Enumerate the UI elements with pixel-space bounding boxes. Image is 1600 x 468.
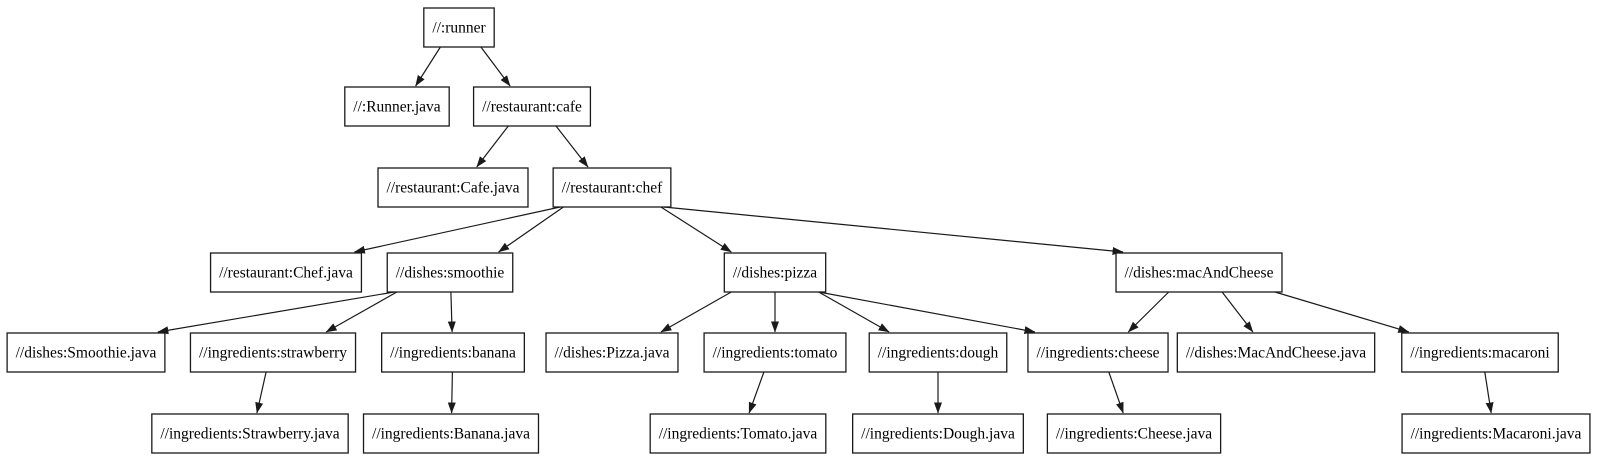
graph-node-label-tomato: //ingredients:tomato bbox=[713, 345, 838, 362]
graph-edge-macaroni-to-macaroni-java bbox=[1484, 371, 1494, 414]
graph-node-cheese-java: //ingredients:Cheese.java bbox=[1046, 413, 1222, 454]
graph-edge-smoothie-to-banana bbox=[447, 291, 456, 333]
graph-node-banana: //ingredients:banana bbox=[381, 332, 525, 373]
graph-node-box-mac-and-cheese-java bbox=[1176, 332, 1376, 373]
graph-node-label-banana-java: //ingredients:Banana.java bbox=[372, 426, 530, 443]
graph-node-box-smoothie bbox=[386, 252, 514, 293]
graph-node-box-chef bbox=[552, 167, 672, 208]
graph-node-label-strawberry-java: //ingredients:Strawberry.java bbox=[160, 426, 339, 443]
graph-node-box-cheese bbox=[1027, 332, 1169, 373]
graph-node-box-pizza-java bbox=[545, 332, 679, 373]
graph-node-label-mac-and-cheese: //dishes:macAndCheese bbox=[1125, 265, 1274, 282]
graph-node-strawberry: //ingredients:strawberry bbox=[189, 332, 357, 373]
graph-node-label-chef-java: //restaurant:Chef.java bbox=[219, 265, 353, 282]
graph-node-chef: //restaurant:chef bbox=[552, 167, 672, 208]
graph-node-cafe: //restaurant:cafe bbox=[472, 86, 592, 127]
graph-node-dough: //ingredients:dough bbox=[868, 332, 1008, 373]
graph-node-box-strawberry bbox=[189, 332, 357, 373]
graph-node-label-macaroni: //ingredients:macaroni bbox=[1410, 345, 1550, 362]
graph-node-label-runner-java: //:Runner.java bbox=[353, 99, 441, 116]
graph-node-label-banana: //ingredients:banana bbox=[390, 345, 516, 362]
graph-node-box-macaroni-java bbox=[1401, 413, 1591, 454]
graph-node-chef-java: //restaurant:Chef.java bbox=[209, 252, 363, 293]
graph-node-runner-java: //:Runner.java bbox=[344, 86, 450, 127]
graph-node-label-pizza: //dishes:pizza bbox=[733, 265, 817, 282]
graph-node-label-strawberry: //ingredients:strawberry bbox=[199, 345, 347, 362]
nodes-layer: //:runner //:Runner.java //restaurant:cafe… bbox=[6, 7, 1591, 454]
graph-edge-runner-to-cafe bbox=[480, 46, 511, 87]
graph-node-label-cafe: //restaurant:cafe bbox=[482, 99, 582, 116]
graph-node-box-mac-and-cheese bbox=[1115, 252, 1283, 293]
graph-node-box-tomato-java bbox=[649, 413, 827, 454]
graph-edge-smoothie-to-smoothie-java bbox=[157, 291, 395, 335]
graph-node-macaroni-java: //ingredients:Macaroni.java bbox=[1401, 413, 1591, 454]
edges-layer bbox=[157, 46, 1494, 414]
graph-node-label-pizza-java: //dishes:Pizza.java bbox=[555, 345, 670, 362]
graph-node-label-dough: //ingredients:dough bbox=[878, 345, 999, 362]
graph-node-box-strawberry-java bbox=[151, 413, 349, 454]
graph-node-tomato-java: //ingredients:Tomato.java bbox=[649, 413, 827, 454]
graph-edge-mac-and-cheese-to-macaroni bbox=[1274, 291, 1410, 333]
graph-node-box-cafe bbox=[472, 86, 592, 127]
graph-node-label-mac-and-cheese-java: //dishes:MacAndCheese.java bbox=[1186, 345, 1366, 362]
graph-node-box-dough bbox=[868, 332, 1008, 373]
graph-node-runner: //:runner bbox=[423, 7, 495, 48]
graph-node-mac-and-cheese: //dishes:macAndCheese bbox=[1115, 252, 1283, 293]
graph-node-smoothie: //dishes:smoothie bbox=[386, 252, 514, 293]
graph-node-box-dough-java bbox=[852, 413, 1024, 454]
graph-node-box-cafe-java bbox=[377, 167, 529, 208]
graph-edge-chef-to-smoothie bbox=[498, 206, 564, 253]
graph-node-strawberry-java: //ingredients:Strawberry.java bbox=[151, 413, 349, 454]
graph-edge-cafe-to-cafe-java bbox=[476, 125, 509, 168]
graph-edge-smoothie-to-strawberry bbox=[325, 291, 398, 333]
graph-edge-mac-and-cheese-to-cheese bbox=[1127, 291, 1170, 333]
graph-node-label-cheese-java: //ingredients:Cheese.java bbox=[1056, 426, 1212, 443]
graph-node-banana-java: //ingredients:Banana.java bbox=[362, 413, 540, 454]
graph-edge-pizza-to-cheese bbox=[818, 291, 1036, 335]
graph-node-label-tomato-java: //ingredients:Tomato.java bbox=[659, 426, 818, 443]
graph-edge-pizza-to-dough bbox=[818, 291, 890, 333]
graph-node-cafe-java: //restaurant:Cafe.java bbox=[377, 167, 529, 208]
graph-node-cheese: //ingredients:cheese bbox=[1027, 332, 1169, 373]
graph-edge-cheese-to-cheese-java bbox=[1108, 371, 1124, 414]
graph-node-box-pizza bbox=[723, 252, 827, 293]
graph-node-box-runner-java bbox=[344, 86, 450, 127]
graph-node-label-runner: //:runner bbox=[432, 20, 486, 37]
graph-node-box-smoothie-java bbox=[6, 332, 166, 373]
graph-edge-chef-to-pizza bbox=[660, 206, 732, 253]
graph-edge-cafe-to-chef bbox=[555, 125, 589, 168]
graph-node-smoothie-java: //dishes:Smoothie.java bbox=[6, 332, 166, 373]
graph-node-box-banana bbox=[381, 332, 525, 373]
graph-node-pizza-java: //dishes:Pizza.java bbox=[545, 332, 679, 373]
graph-edge-tomato-to-tomato-java bbox=[748, 371, 765, 414]
graph-node-label-dough-java: //ingredients:Dough.java bbox=[861, 426, 1015, 443]
graph-node-pizza: //dishes:pizza bbox=[723, 252, 827, 293]
graph-node-tomato: //ingredients:tomato bbox=[703, 332, 847, 373]
graph-edge-chef-to-chef-java bbox=[353, 206, 561, 254]
graph-edge-pizza-to-pizza-java bbox=[660, 291, 732, 333]
graph-edge-banana-to-banana-java bbox=[447, 371, 456, 414]
graph-node-box-cheese-java bbox=[1046, 413, 1222, 454]
graph-node-box-chef-java bbox=[209, 252, 363, 293]
graph-node-macaroni: //ingredients:macaroni bbox=[1401, 332, 1559, 373]
graph-node-mac-and-cheese-java: //dishes:MacAndCheese.java bbox=[1176, 332, 1376, 373]
graph-edge-runner-to-runner-java bbox=[415, 46, 441, 87]
graph-node-label-chef: //restaurant:chef bbox=[562, 180, 664, 197]
graph-node-box-tomato bbox=[703, 332, 847, 373]
graph-node-label-smoothie: //dishes:smoothie bbox=[396, 265, 505, 282]
graph-node-box-banana-java bbox=[362, 413, 540, 454]
graph-node-box-runner bbox=[423, 7, 495, 48]
graph-edge-strawberry-to-strawberry-java bbox=[255, 371, 267, 414]
graph-edge-mac-and-cheese-to-mac-and-cheese-java bbox=[1221, 291, 1254, 333]
graph-node-box-macaroni bbox=[1401, 332, 1559, 373]
graph-node-label-macaroni-java: //ingredients:Macaroni.java bbox=[1411, 426, 1582, 443]
graph-edge-chef-to-mac-and-cheese bbox=[663, 206, 1124, 255]
graph-node-dough-java: //ingredients:Dough.java bbox=[852, 413, 1024, 454]
graph-node-label-cafe-java: //restaurant:Cafe.java bbox=[387, 180, 520, 197]
graph-node-label-smoothie-java: //dishes:Smoothie.java bbox=[16, 345, 157, 362]
graph-node-label-cheese: //ingredients:cheese bbox=[1036, 345, 1159, 362]
